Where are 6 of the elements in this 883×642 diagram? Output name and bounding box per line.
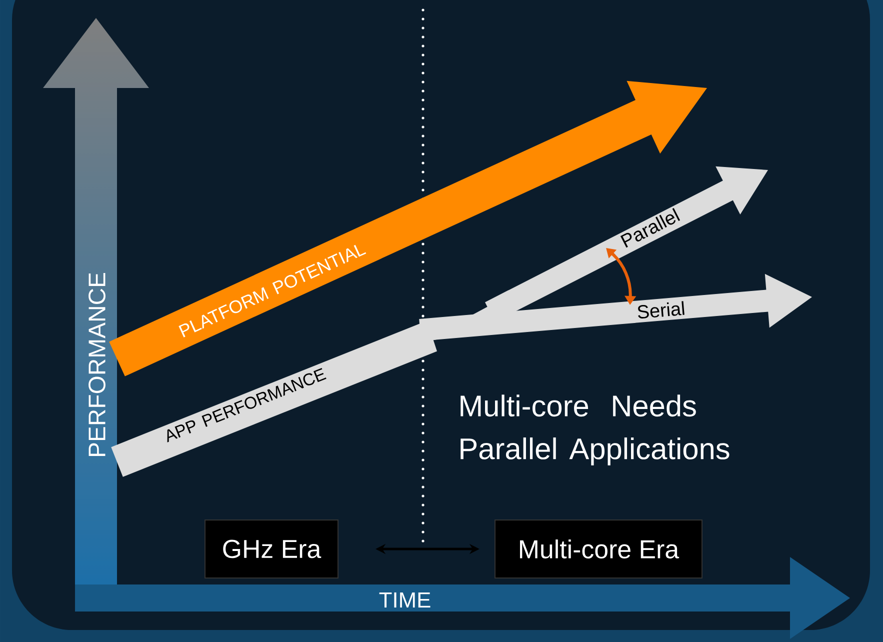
axis-label: PERFORMANCE bbox=[88, 273, 106, 456]
axis-label: TIME bbox=[379, 592, 430, 608]
era-box: Multi-core Era bbox=[494, 519, 702, 578]
era-box: GHz Era bbox=[204, 519, 338, 578]
branch-label: Serial bbox=[638, 301, 684, 318]
headline: Multi-core Needs Parallel Applications bbox=[460, 394, 730, 466]
